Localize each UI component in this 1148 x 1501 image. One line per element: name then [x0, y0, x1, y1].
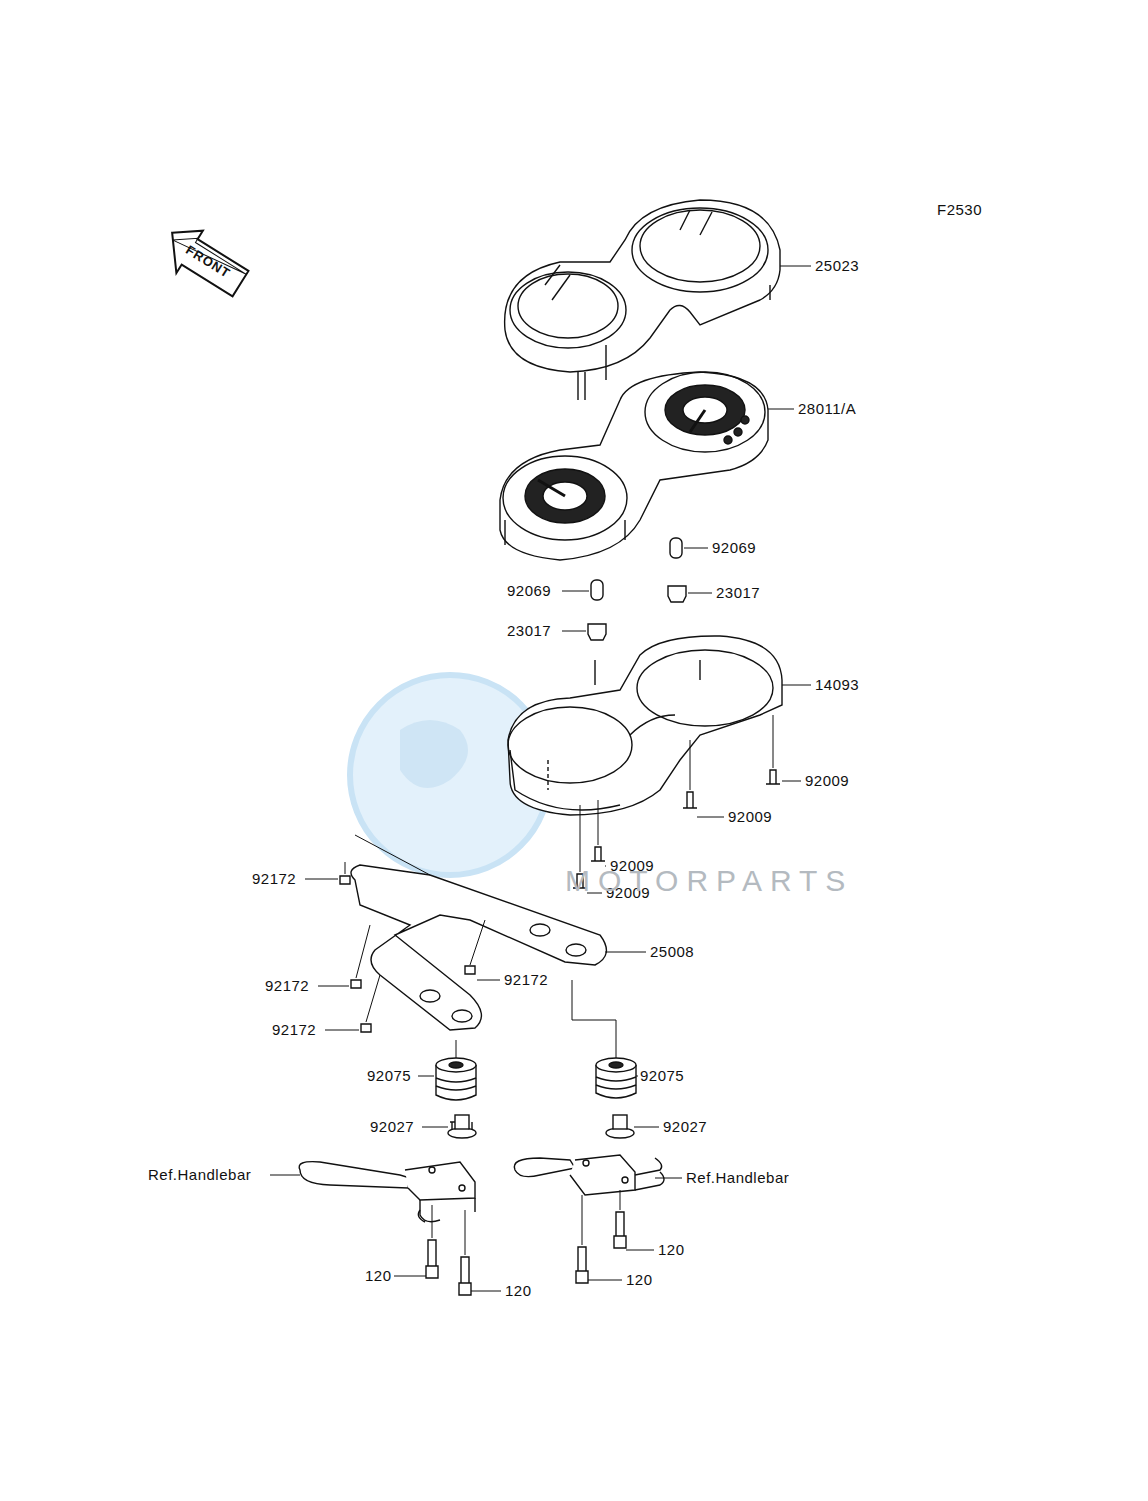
callout-number: 92172	[265, 978, 309, 995]
callout-number: 92027	[663, 1119, 707, 1136]
callout-number: 92027	[370, 1119, 414, 1136]
callout-number: 92172	[252, 871, 296, 888]
callout-number: 92075	[367, 1068, 411, 1085]
callout-number: 92075	[640, 1068, 684, 1085]
watermark: MOTORPARTS	[565, 864, 853, 897]
callout-number: 25008	[650, 944, 694, 961]
callout-number: 25023	[815, 258, 859, 275]
callout-number: 92009	[805, 773, 849, 790]
callout-number: 120	[505, 1283, 532, 1300]
callout-number: 92069	[507, 583, 551, 600]
callout-number: F2530	[937, 202, 982, 219]
callout-number: 28011/A	[798, 401, 856, 418]
callout-number: Ref.Handlebar	[148, 1167, 251, 1184]
callout-number: 92172	[272, 1022, 316, 1039]
callout-number: 92069	[712, 540, 756, 557]
callout-number: 23017	[716, 585, 760, 602]
callout-number: 23017	[507, 623, 551, 640]
callout-number: 14093	[815, 677, 859, 694]
callout-number: 92172	[504, 972, 548, 989]
callout-number: 120	[626, 1272, 653, 1289]
callout-number: 92009	[728, 809, 772, 826]
callout-number: 120	[658, 1242, 685, 1259]
callout-number: Ref.Handlebar	[686, 1170, 789, 1187]
callout-number: 120	[365, 1268, 392, 1285]
